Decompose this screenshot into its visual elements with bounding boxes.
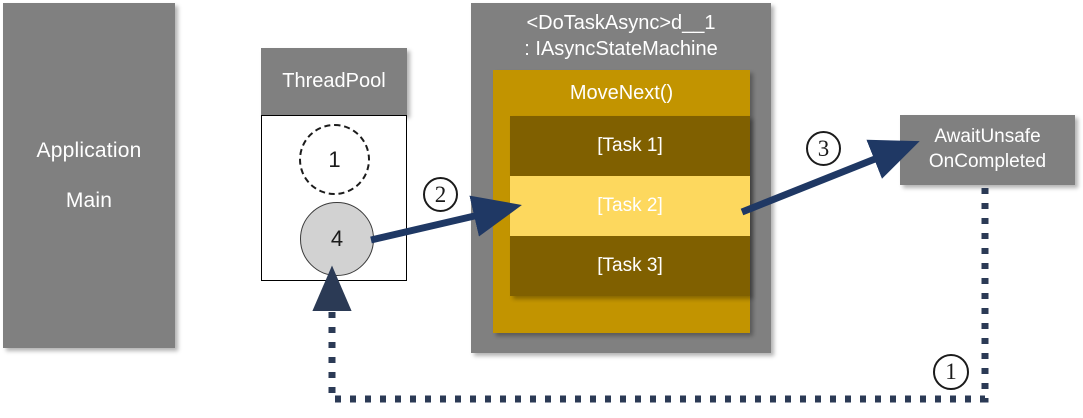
step-marker-3-label: 3 [817, 135, 830, 161]
step-marker-3: 3 [806, 131, 841, 166]
step-marker-1-label: 1 [945, 359, 957, 384]
task-2-label: [Task 2] [597, 195, 663, 216]
await-unsafe-on-completed-box: AwaitUnsafe OnCompleted [900, 115, 1075, 185]
task-3-label: [Task 3] [597, 255, 663, 276]
thread-circle-active: 4 [300, 202, 374, 276]
task-row: [Task 2] [510, 176, 750, 236]
thread-circle-idle: 1 [299, 124, 370, 195]
task-row: [Task 3] [510, 236, 750, 296]
threadpool-header: ThreadPool [261, 48, 407, 115]
threadpool-body: 1 4 [261, 115, 407, 281]
state-machine-title-line2: : IAsyncStateMachine [524, 37, 718, 60]
await-box-line2: OnCompleted [928, 151, 1047, 172]
step-marker-2: 2 [423, 177, 458, 212]
task-stack: [Task 1] [Task 2] [Task 3] [510, 116, 750, 296]
await-box-line1: AwaitUnsafe [934, 126, 1041, 148]
thread-circle-active-label: 4 [330, 226, 344, 251]
thread-circle-idle-label: 1 [328, 146, 341, 172]
task-1-label: [Task 1] [597, 135, 663, 156]
movenext-label: MoveNext() [569, 82, 674, 104]
main-label: Main [65, 188, 113, 212]
application-label: Application [36, 138, 142, 162]
threadpool-label: ThreadPool [282, 70, 386, 92]
state-machine-title-line1: <DoTaskAsync>d__1 [526, 12, 716, 34]
application-main-box: Application Main [3, 3, 175, 348]
step-marker-1: 1 [933, 354, 969, 390]
task-row: [Task 1] [510, 116, 750, 176]
step-marker-2-label: 2 [434, 181, 447, 207]
